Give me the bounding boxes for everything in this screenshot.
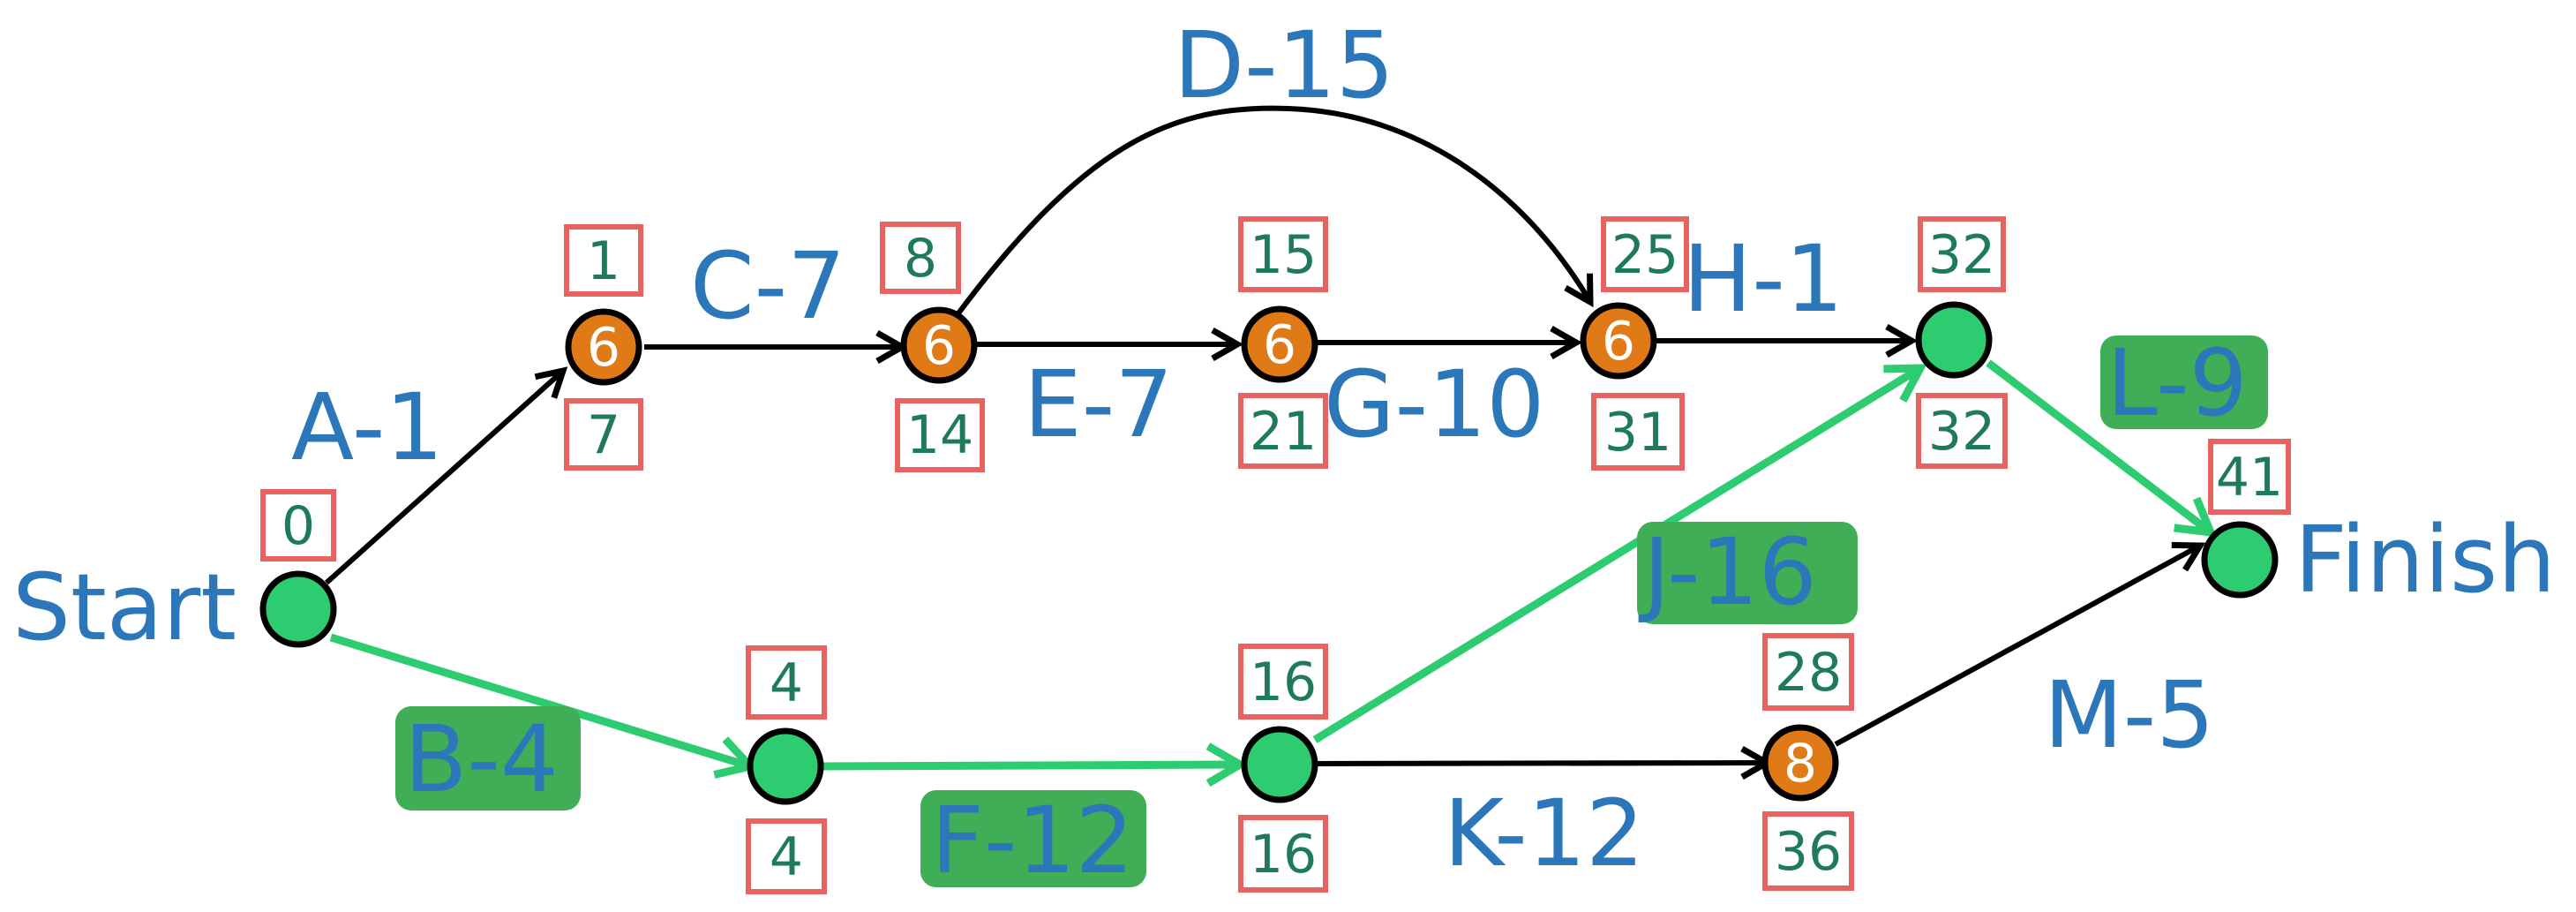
finish-node <box>2201 521 2279 599</box>
activity-label-d: D-15 <box>1174 11 1394 119</box>
node-3 <box>1241 305 1318 383</box>
activity-label-g: G-10 <box>1324 350 1544 458</box>
node-8-float: 8 <box>1784 733 1817 795</box>
svg-text:16: 16 <box>1250 652 1317 713</box>
time-box-n8-early: 28 <box>1762 633 1854 711</box>
node-1-float: 6 <box>587 317 620 379</box>
time-box-n1-late: 7 <box>564 398 643 471</box>
svg-text:0: 0 <box>282 495 315 557</box>
node-6 <box>747 727 824 805</box>
svg-text:16: 16 <box>1250 824 1317 886</box>
time-box-n4-late: 31 <box>1591 393 1685 471</box>
svg-text:15: 15 <box>1250 224 1317 286</box>
svg-text:4: 4 <box>770 826 803 888</box>
time-box-n7-late: 16 <box>1238 815 1328 893</box>
edge-d <box>950 105 1594 322</box>
finish-label: Finish <box>2294 506 2556 614</box>
activity-label-c: C-7 <box>690 232 845 340</box>
time-box-n5-early: 32 <box>1918 216 2006 292</box>
time-box-n1-early: 1 <box>564 224 643 297</box>
activity-label-b: B-4 <box>404 705 559 813</box>
edge-b <box>329 633 750 766</box>
node-3-float: 6 <box>1263 314 1296 376</box>
time-box-n2-early: 8 <box>880 222 961 294</box>
svg-text:28: 28 <box>1775 642 1842 704</box>
edge-k <box>1314 746 1774 780</box>
highlight-f <box>920 790 1146 887</box>
svg-text:7: 7 <box>587 404 620 466</box>
svg-text:25: 25 <box>1611 224 1679 286</box>
activity-label-a: A-1 <box>291 373 444 481</box>
time-box-n7-early: 16 <box>1238 644 1328 720</box>
highlight-b <box>395 706 581 810</box>
time-box-n8-late: 36 <box>1762 811 1854 891</box>
node-4 <box>1580 302 1657 380</box>
svg-text:32: 32 <box>1928 224 1995 286</box>
activity-label-m: M-5 <box>2044 661 2214 769</box>
edge-a <box>324 366 568 585</box>
edge-f <box>822 765 1240 766</box>
highlight-l <box>2100 335 2268 429</box>
edge-j <box>1312 368 1920 743</box>
node-7 <box>1241 726 1318 803</box>
time-box-finish-early: 41 <box>2208 439 2291 515</box>
svg-text:32: 32 <box>1928 401 1995 463</box>
node-2-float: 6 <box>922 315 956 377</box>
svg-text:21: 21 <box>1250 401 1317 463</box>
node-1 <box>565 308 642 386</box>
highlight-j <box>1637 522 1858 624</box>
svg-text:1: 1 <box>587 230 620 292</box>
start-node <box>259 570 337 648</box>
activity-label-j: J-16 <box>1638 518 1817 626</box>
time-box-n4-early: 25 <box>1601 216 1689 292</box>
time-box-n3-early: 15 <box>1238 216 1328 292</box>
start-label: Start <box>12 554 237 661</box>
svg-text:36: 36 <box>1775 821 1842 883</box>
time-box-n3-late: 21 <box>1238 393 1328 469</box>
activity-label-f: F-12 <box>931 787 1134 894</box>
time-box-n5-late: 32 <box>1916 393 2008 469</box>
time-box-start-early: 0 <box>260 489 336 562</box>
edge-l <box>1986 359 2211 532</box>
node-2 <box>900 306 978 384</box>
edge-m <box>1834 541 2206 747</box>
activity-label-h: H-1 <box>1683 225 1844 333</box>
node-4-float: 6 <box>1602 311 1635 373</box>
activity-label-e: E-7 <box>1024 350 1173 458</box>
activity-label-k: K-12 <box>1444 780 1644 887</box>
svg-text:41: 41 <box>2216 447 2283 509</box>
node-5 <box>1915 301 1993 379</box>
time-box-n6-late: 4 <box>746 818 827 894</box>
svg-text:31: 31 <box>1604 402 1671 464</box>
svg-text:8: 8 <box>904 228 937 290</box>
svg-text:14: 14 <box>906 404 973 466</box>
node-8 <box>1761 724 1839 802</box>
activity-label-l: L-9 <box>2107 329 2248 437</box>
time-box-n2-late: 14 <box>895 398 985 472</box>
svg-text:4: 4 <box>770 652 803 714</box>
time-box-n6-early: 4 <box>746 645 827 720</box>
